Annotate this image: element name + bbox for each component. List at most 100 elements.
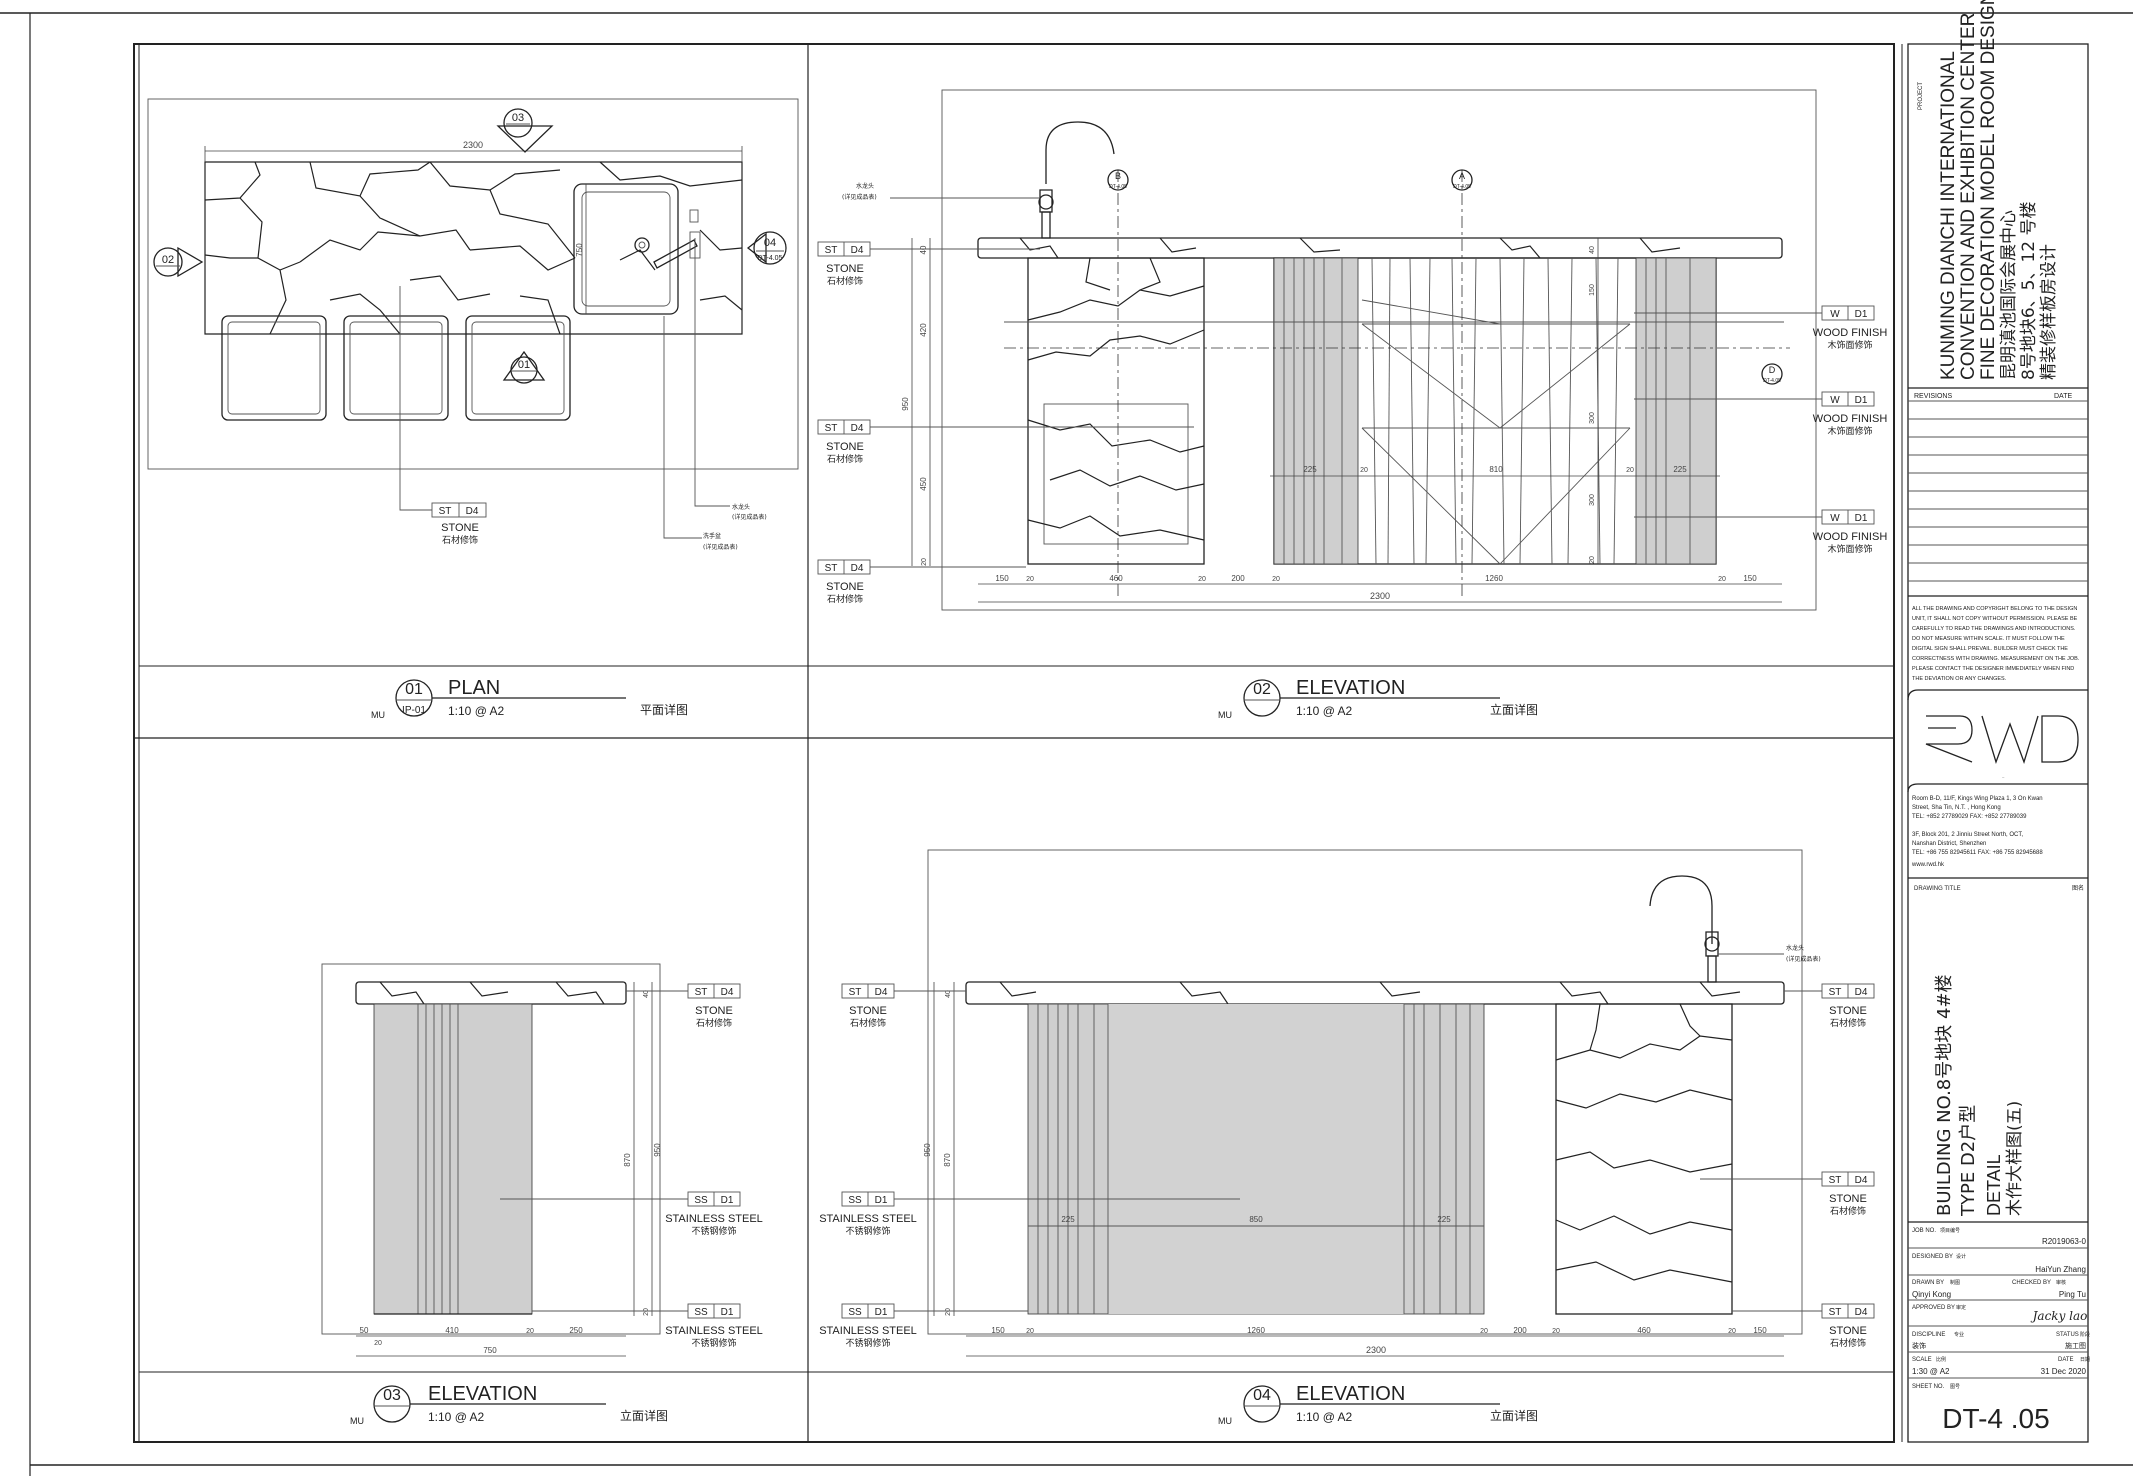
svg-text:图号: 图号 (1950, 1384, 1960, 1390)
svg-text:31 Dec 2020: 31 Dec 2020 (2041, 1367, 2087, 1376)
e02-tag-wood-1: W D1 WOOD FINISH 木饰面修饰 (1634, 305, 1887, 351)
svg-text:ALL THE DRAWING AND COPYRIGHT: ALL THE DRAWING AND COPYRIGHT BELONG TO … (1912, 606, 2077, 612)
elev03-dim-total: 750 (483, 1346, 497, 1355)
svg-text:300: 300 (1589, 494, 1596, 506)
plan-dim-sink: 750 (575, 243, 584, 257)
svg-text:设计: 设计 (1956, 1253, 1966, 1260)
svg-text:40: 40 (945, 990, 952, 998)
svg-text:SHEET NO.: SHEET NO. (1912, 1384, 1945, 1390)
e03-tag-stone: ST D4 STONE 石材修饰 (626, 983, 741, 1029)
plan-callout-left: 02 (162, 254, 174, 266)
svg-text:STAINLESS STEEL: STAINLESS STEEL (665, 1213, 763, 1225)
svg-text:ST: ST (695, 987, 708, 998)
svg-text:石材修饰: 石材修饰 (827, 453, 863, 465)
svg-text:石材修饰: 石材修饰 (1830, 1205, 1866, 1217)
svg-text:STONE: STONE (849, 1005, 887, 1017)
e04-tag-stone-right-1: ST D4 STONE 石材修饰 (1784, 983, 1875, 1029)
svg-text:Qinyi Kong: Qinyi Kong (1912, 1290, 1951, 1299)
svg-text:APPROVED BY: APPROVED BY (1912, 1305, 1955, 1311)
svg-text:STONE: STONE (695, 1005, 733, 1017)
svg-text:STONE: STONE (826, 441, 864, 453)
svg-text:立面详图: 立面详图 (1490, 702, 1538, 717)
view-title-04: 04 ELEVATION 1:10 @ A2 立面详图 MU (1218, 1383, 1538, 1426)
svg-text:石材修饰: 石材修饰 (1830, 1337, 1866, 1349)
e04-tag-stone-left: ST D4 STONE 石材修饰 (841, 983, 966, 1029)
svg-text:D: D (1769, 365, 1776, 375)
svg-text:DETAIL: DETAIL (1984, 1154, 2004, 1216)
svg-text:STONE: STONE (1829, 1193, 1867, 1205)
svg-text:石材修饰: 石材修饰 (1830, 1017, 1866, 1029)
svg-text:20: 20 (1728, 1328, 1736, 1335)
disclaimer: ALL THE DRAWING AND COPYRIGHT BELONG TO … (1912, 606, 2080, 682)
svg-text:3F, Block 201, 2 Jinniu Street: 3F, Block 201, 2 Jinniu Street North, OC… (1912, 832, 2023, 838)
approved-signature: Jacky lao (2030, 1309, 2088, 1323)
view-number-02: 02 (1253, 681, 1271, 698)
svg-text:DESIGNED BY: DESIGNED BY (1912, 1254, 1953, 1260)
elevation-02: B DT-4.05 A DT-4.05 D DT-4.05 水龙头 (详见成品表… (817, 89, 1888, 611)
svg-text:CORRECTNESS WITH DRAWING. MEAS: CORRECTNESS WITH DRAWING. MEASUREMENT ON… (1912, 656, 2080, 662)
plan-note-faucet: 水龙头 (732, 503, 750, 511)
svg-text:150: 150 (1743, 574, 1757, 583)
svg-text:TEL: +852 27789029 FAX: +85: TEL: +852 27789029 FAX: +852 27789039 (1912, 814, 2027, 820)
svg-text:DATE: DATE (2058, 1357, 2074, 1363)
svg-text:STONE: STONE (441, 522, 479, 534)
svg-text:PLEASE CONTACT THE DESIGNER IM: PLEASE CONTACT THE DESIGNER IMMEDIATELY … (1912, 666, 2074, 672)
svg-text:D4: D4 (466, 506, 479, 517)
svg-text:FINE DECORATION MODEL ROOM DES: FINE DECORATION MODEL ROOM DESIGN (1978, 0, 1999, 380)
svg-text:SCALE: SCALE (1912, 1357, 1932, 1363)
svg-text:精装修样板房设计: 精装修样板房设计 (2039, 244, 2059, 380)
svg-text:DISCIPLINE: DISCIPLINE (1912, 1332, 1945, 1338)
svg-text:40: 40 (1589, 246, 1596, 254)
svg-text:(详见成品表): (详见成品表) (842, 193, 877, 201)
svg-text:225: 225 (1673, 465, 1687, 474)
svg-text:WOOD FINISH: WOOD FINISH (1813, 413, 1888, 425)
faucet-02 (1038, 121, 1115, 239)
svg-text:D1: D1 (875, 1307, 888, 1318)
svg-text:950: 950 (901, 397, 910, 411)
plan-callout-04: 04 DT-4.05 (746, 231, 787, 265)
svg-text:D1: D1 (1855, 395, 1868, 406)
svg-text:STATUS: STATUS (2056, 1332, 2079, 1338)
svg-text:木饰面修饰: 木饰面修饰 (1827, 425, 1872, 437)
svg-text:D4: D4 (721, 987, 734, 998)
svg-text:审核: 审核 (2056, 1279, 2066, 1286)
svg-text:(详见成品表): (详见成品表) (732, 513, 767, 521)
svg-text:不锈钢修饰: 不锈钢修饰 (845, 1337, 890, 1349)
svg-text:1:10 @ A2: 1:10 @ A2 (1296, 704, 1353, 718)
elev02-dim-total: 2300 (1370, 591, 1390, 601)
svg-text:审定: 审定 (1956, 1304, 1966, 1311)
svg-text:日期: 日期 (2080, 1357, 2090, 1363)
svg-text:300: 300 (1589, 412, 1596, 424)
plan-dim-length: 2300 (463, 140, 483, 150)
svg-text:ST: ST (825, 563, 838, 574)
svg-text:DIGITAL SIGN SHALL PREVAIL. BU: DIGITAL SIGN SHALL PREVAIL. BUILDER MUST… (1912, 646, 2068, 652)
svg-text:20: 20 (1626, 467, 1634, 474)
svg-text:150: 150 (1753, 1326, 1767, 1335)
svg-text:1:10 @ A2: 1:10 @ A2 (448, 704, 505, 718)
svg-text:150: 150 (1589, 284, 1596, 296)
svg-text:20: 20 (945, 1308, 952, 1316)
svg-text:150: 150 (995, 574, 1009, 583)
svg-text:STONE: STONE (1829, 1325, 1867, 1337)
svg-text:SS: SS (848, 1195, 862, 1206)
svg-text:STAINLESS STEEL: STAINLESS STEEL (665, 1325, 763, 1337)
svg-text:MU: MU (1218, 710, 1232, 720)
svg-text:ST: ST (1829, 1307, 1842, 1318)
svg-text:DT-4.05: DT-4.05 (1109, 184, 1127, 190)
svg-text:20: 20 (1272, 576, 1280, 583)
e04-tag-stone-right-3: ST D4 STONE 石材修饰 (1732, 1303, 1875, 1349)
svg-text:木饰面修饰: 木饰面修饰 (1827, 339, 1872, 351)
svg-text:D4: D4 (851, 563, 864, 574)
svg-text:立面详图: 立面详图 (620, 1408, 668, 1423)
title-block: PROJECT KUNMING DIANCHI INTERNATIONAL CO… (1893, 0, 2090, 1443)
svg-text:昆明滇池国际会展中心: 昆明滇池国际会展中心 (1999, 210, 2019, 380)
e02-tag-wood-2: W D1 WOOD FINISH 木饰面修饰 (1634, 391, 1888, 437)
svg-text:Ping Tu: Ping Tu (2059, 1290, 2086, 1299)
svg-text:木作大样图(五): 木作大样图(五) (2005, 1101, 2025, 1216)
svg-text:D4: D4 (851, 245, 864, 256)
svg-text:20: 20 (1360, 467, 1368, 474)
svg-text:200: 200 (1513, 1326, 1527, 1335)
svg-text:200: 200 (1231, 574, 1245, 583)
svg-text:D1: D1 (721, 1195, 734, 1206)
svg-text:石材修饰: 石材修饰 (850, 1017, 886, 1029)
